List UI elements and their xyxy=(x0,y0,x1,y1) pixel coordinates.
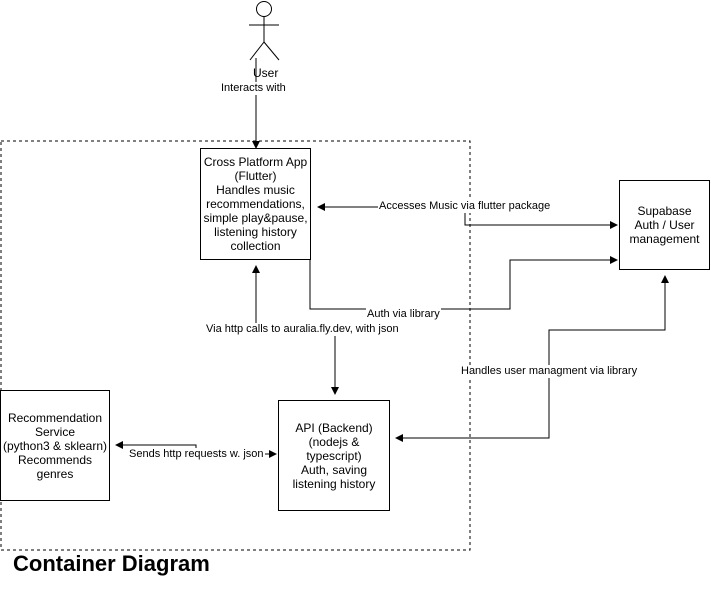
node-supabase-line: Supabase xyxy=(637,204,692,218)
node-recommendation-line: Recommends xyxy=(17,452,93,467)
node-api-line: typescript) xyxy=(306,448,362,463)
node-recommendation-text: Recommendation Service (python3 & sklear… xyxy=(3,411,107,481)
edge-user-management-to-api xyxy=(395,376,550,442)
edge-label-user-management: Handles user managment via library xyxy=(460,365,639,378)
node-app-line: Cross Platform App xyxy=(203,155,308,169)
node-supabase-text: Supabase Auth / User management xyxy=(629,204,699,246)
node-api-text: API (Backend) (nodejs & typescript) Auth… xyxy=(293,421,376,491)
diagram-title: Container Diagram xyxy=(13,551,210,576)
node-supabase-line: Auth / User xyxy=(634,218,695,232)
node-recommendation-line: Service xyxy=(34,424,75,439)
node-app-text: Cross Platform App (Flutter) Handles mus… xyxy=(203,155,307,253)
node-api-line: API (Backend) xyxy=(295,420,373,435)
edge-label-accesses-music: Accesses Music via flutter package xyxy=(378,200,552,213)
node-app-line: (Flutter) xyxy=(234,169,277,183)
edge-auth-to-supabase xyxy=(309,256,618,310)
node-supabase: Supabase Auth / User management xyxy=(619,180,710,270)
node-cross-platform-app: Cross Platform App (Flutter) Handles mus… xyxy=(200,148,311,260)
node-app-line: Handles music xyxy=(216,183,295,197)
node-app-line: recommendations, xyxy=(206,197,305,211)
node-api-line: listening history xyxy=(292,476,376,491)
node-app-line: collection xyxy=(230,239,281,253)
node-recommendation-line: Recommendation xyxy=(7,410,103,425)
edge-accesses-music-to-supabase xyxy=(464,207,618,229)
edge-label-auth-via-library: Auth via library xyxy=(366,308,441,321)
edge-label-sends-http: Sends http requests w. json xyxy=(128,448,265,461)
node-recommendation-line: genres xyxy=(36,466,74,481)
actor-name: User xyxy=(253,66,279,80)
node-api-line: Auth, saving xyxy=(300,462,368,477)
edge-user-management-to-supabase xyxy=(548,275,669,376)
node-supabase-line: management xyxy=(629,232,700,246)
node-app-line: simple play&pause, xyxy=(203,211,308,225)
node-recommendation-service: Recommendation Service (python3 & sklear… xyxy=(0,390,110,501)
user-actor-icon xyxy=(249,1,280,61)
node-api-backend: API (Backend) (nodejs & typescript) Auth… xyxy=(278,400,390,511)
node-api-line: (nodejs & xyxy=(308,434,360,449)
edge-label-http-calls: Via http calls to auralia.fly.dev, with … xyxy=(205,323,400,336)
node-app-line: listening history xyxy=(214,225,297,239)
system-boundary xyxy=(0,140,471,551)
node-recommendation-line: (python3 & sklearn) xyxy=(2,438,108,453)
actor-action-label: Interacts with xyxy=(220,82,287,95)
